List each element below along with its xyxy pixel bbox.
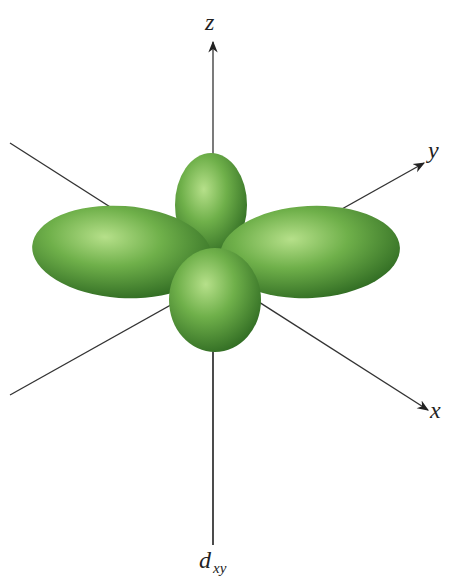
orbital-lobe [169,248,261,352]
orbital-subscript: xy [213,561,226,576]
axis-label: z [205,10,214,34]
axis-label: x [430,398,441,422]
orbital-name: d [199,548,211,572]
axis-label: y [428,138,439,162]
x-axis [10,143,428,410]
z-axis [212,352,213,545]
